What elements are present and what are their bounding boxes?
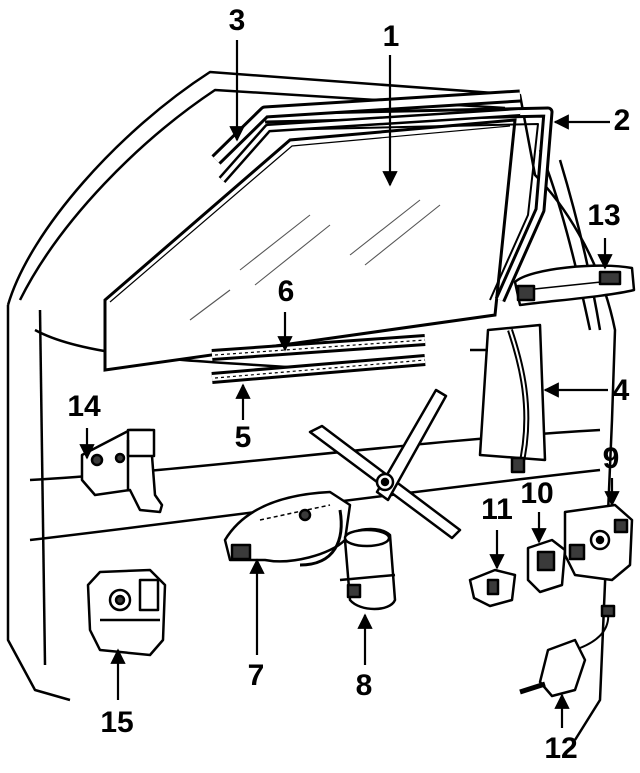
callout-9: 9 — [602, 442, 620, 475]
callout-4: 4 — [612, 374, 630, 407]
rear-guide — [470, 323, 547, 474]
callout-3: 3 — [228, 4, 246, 37]
callout-1: 1 — [382, 20, 400, 53]
upper-hinge — [80, 428, 164, 514]
callout-12: 12 — [544, 732, 578, 765]
lower-hinge — [86, 568, 167, 657]
callout-7: 7 — [247, 659, 265, 692]
window-glass — [103, 118, 517, 372]
callout-5: 5 — [234, 421, 252, 454]
outside-handle — [513, 264, 636, 307]
callout-2: 2 — [613, 104, 631, 137]
regulator-motor — [339, 527, 397, 611]
callout-10: 10 — [520, 477, 554, 510]
belt-weatherstrip-upper — [211, 334, 426, 361]
lock-actuator — [519, 604, 616, 698]
callout-6: 6 — [277, 275, 295, 308]
callout-14: 14 — [67, 390, 101, 423]
window-regulator — [223, 490, 352, 567]
belt-weatherstrip-lower — [211, 354, 426, 384]
callout-15: 15 — [100, 706, 134, 739]
lock-cylinder — [526, 538, 567, 594]
door-latch — [563, 503, 634, 582]
callout-8: 8 — [355, 669, 373, 702]
callout-13: 13 — [587, 199, 621, 232]
callout-11: 11 — [481, 493, 513, 526]
lock-clip — [468, 568, 517, 608]
leader-lines — [79, 40, 620, 728]
regulator-arms — [308, 388, 462, 540]
upper-weatherstrip — [211, 89, 521, 183]
